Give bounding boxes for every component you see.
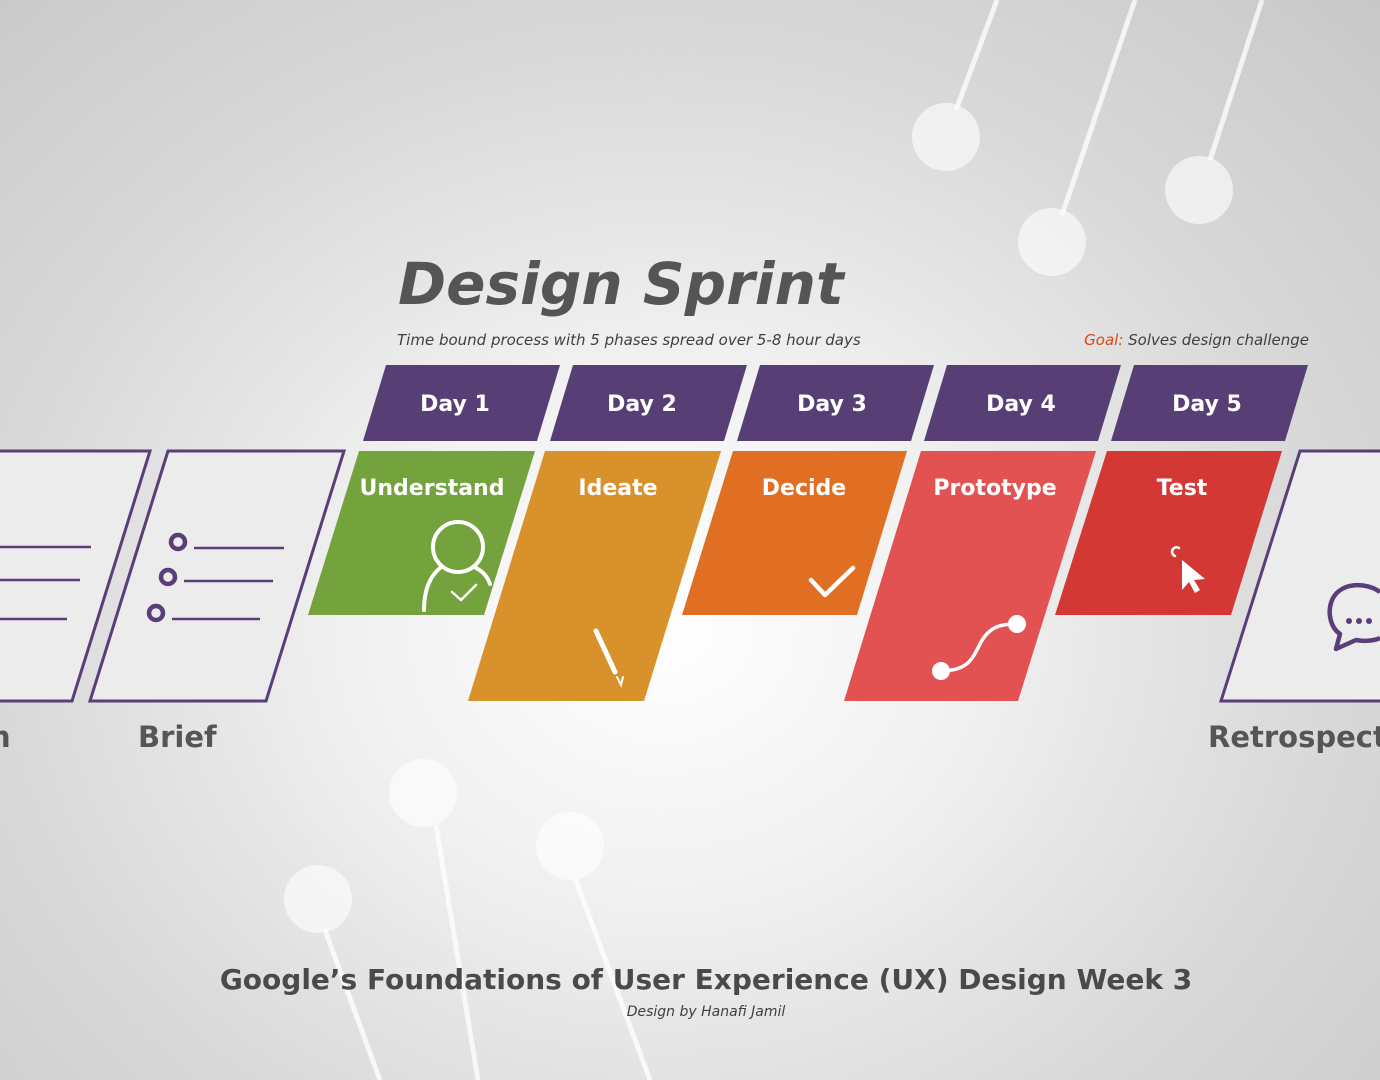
day-headers (363, 365, 1308, 441)
goal-label: Goal: (1084, 331, 1124, 349)
bg-circle (284, 865, 352, 933)
bg-circle (536, 812, 604, 880)
day-header-5 (1111, 365, 1308, 441)
pencil-icon (593, 628, 624, 688)
footer-credit: Design by Hanafi Jamil (626, 1004, 786, 1020)
speech-bubble-icon (1327, 583, 1380, 652)
day-3-label: Day 3 (797, 392, 867, 417)
path-curve-icon (932, 615, 1026, 680)
phase-blocks (308, 451, 1282, 701)
bg-line (433, 824, 481, 1080)
cursor-click-icon (1170, 546, 1205, 593)
phase-ideate-label: Ideate (578, 476, 658, 501)
subtitle: Time bound process with 5 phases spread … (397, 331, 861, 349)
day-header-4 (924, 365, 1121, 441)
phase-understand-label: Understand (359, 476, 505, 501)
day-5-label: Day 5 (1172, 392, 1242, 417)
page-title: Design Sprint (398, 250, 844, 318)
phase-block-test (1055, 451, 1282, 615)
user-check-icon (422, 520, 492, 612)
checklist-icon (146, 532, 284, 623)
bg-line (1207, 0, 1265, 161)
phase-block-decide (682, 451, 907, 615)
day-header-3 (737, 365, 934, 441)
left-step-label: n (0, 720, 11, 754)
day-2-label: Day 2 (607, 392, 677, 417)
bg-line (1059, 0, 1138, 216)
day-1-label: Day 1 (420, 392, 490, 417)
left-step-card (0, 449, 153, 703)
phase-block-prototype (844, 451, 1096, 701)
brief-card-outline (87, 449, 347, 703)
bg-line (953, 0, 1000, 111)
goal-text: Solves design challenge (1123, 331, 1309, 349)
list-lines-icon (0, 545, 91, 621)
day-4-label: Day 4 (986, 392, 1056, 417)
left-card-outline (0, 449, 153, 703)
day-header-2 (550, 365, 747, 441)
bg-circle (1018, 208, 1086, 276)
bg-line (322, 929, 383, 1080)
phase-block-ideate (468, 451, 721, 701)
bg-line (572, 877, 653, 1080)
bg-circle (1165, 156, 1233, 224)
bg-circle (389, 759, 457, 827)
phase-decide-label: Decide (761, 476, 847, 501)
bg-circle (912, 103, 980, 171)
brief-label: Brief (138, 720, 217, 754)
brief-card (87, 449, 347, 703)
footer-title: Google’s Foundations of User Experience … (219, 963, 1193, 996)
retrospective-card (1218, 449, 1380, 703)
phase-test-label: Test (1156, 476, 1208, 501)
goal-statement: Goal: Solves design challenge (1084, 331, 1309, 349)
phase-prototype-label: Prototype (933, 476, 1057, 501)
phase-block-understand (308, 451, 535, 615)
day-header-1 (363, 365, 560, 441)
retrospective-label: Retrospectiv (1208, 720, 1380, 754)
checkmark-icon (808, 565, 856, 598)
